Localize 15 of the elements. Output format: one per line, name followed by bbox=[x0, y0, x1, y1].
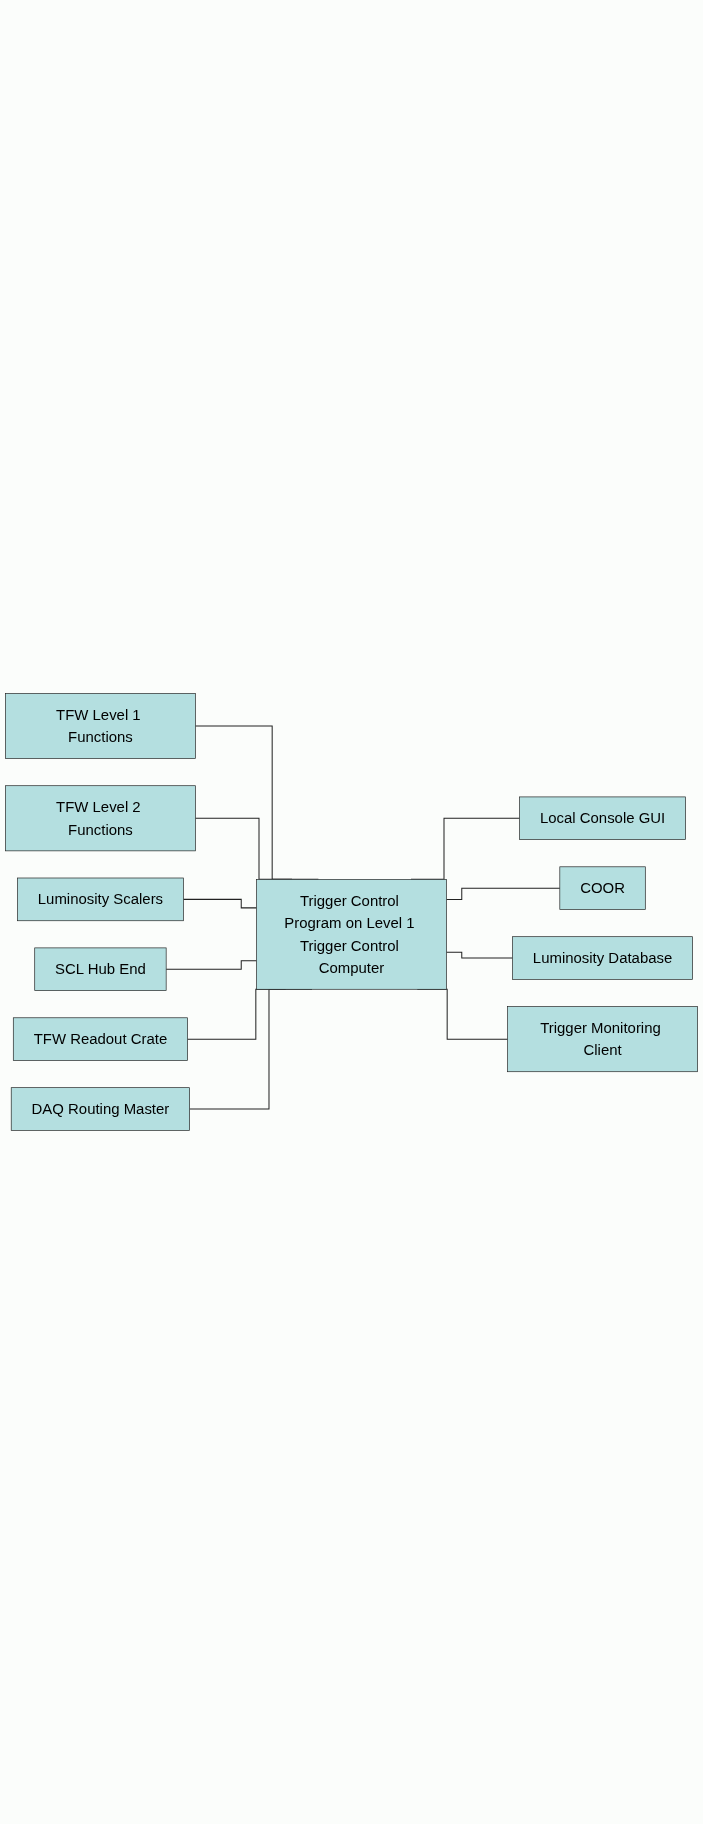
node-box: Trigger Monitoring Client bbox=[507, 1006, 698, 1073]
node-box: TFW Level 1 Functions bbox=[5, 693, 196, 759]
connector bbox=[446, 887, 561, 900]
node-box: COOR bbox=[559, 866, 646, 910]
node-box: SCL Hub End bbox=[34, 947, 167, 992]
connector bbox=[165, 960, 257, 970]
connector bbox=[182, 898, 257, 909]
node-box: TFW Readout Crate bbox=[12, 1017, 188, 1061]
node-box: TFW Level 2 Functions bbox=[5, 785, 196, 852]
node-box: Trigger Control Program on Level 1 Trigger Control Computer bbox=[256, 879, 447, 990]
node-box: Luminosity Database bbox=[512, 936, 693, 980]
node-box: DAQ Routing Master bbox=[10, 1087, 190, 1131]
connector bbox=[446, 951, 513, 959]
node-box: Local Console GUI bbox=[519, 796, 686, 841]
node-box: Luminosity Scalers bbox=[17, 877, 184, 922]
